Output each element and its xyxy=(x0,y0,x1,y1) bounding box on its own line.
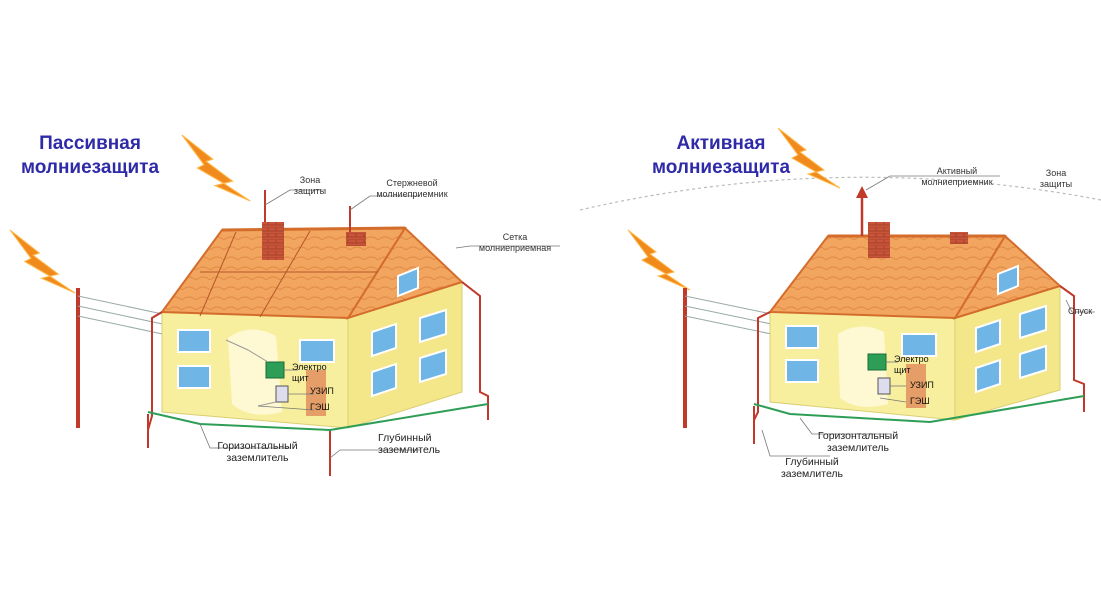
gesh-label: ГЭШ xyxy=(310,402,330,412)
mesh-receiver-label: Сетка молниеприемная xyxy=(478,232,552,253)
deep-ground-label: Глубинный заземлитель xyxy=(378,432,441,456)
switchboard-label: Электро щит xyxy=(292,362,327,383)
active-uzip-label: УЗИП xyxy=(910,380,934,390)
active-receiver-label: Активный молниеприемник xyxy=(921,166,993,187)
rod-receiver-label: Стержневой молниеприемник xyxy=(376,178,448,199)
active-horizontal-ground-label: Горизонтальный заземлитель xyxy=(817,430,899,454)
lightning-bolt-icon xyxy=(9,229,76,294)
active-gesh-label: ГЭШ xyxy=(910,396,930,406)
active-zone-label: Зона защиты xyxy=(1039,168,1073,189)
lightning-bolt-icon xyxy=(627,229,691,291)
active-title: Активная молниезащита xyxy=(632,132,810,180)
passive-scene xyxy=(9,134,560,476)
house-icon xyxy=(753,186,1085,444)
house-icon xyxy=(147,190,489,476)
passive-title-line1: Пассивная xyxy=(39,133,141,154)
uzip-label: УЗИП xyxy=(310,386,334,396)
downconductor-label: Спуск xyxy=(1068,306,1093,316)
active-title-line2: молниезащита xyxy=(651,157,791,178)
zone-label: Зона защиты xyxy=(293,175,327,196)
passive-title-line2: молниезащита xyxy=(20,157,160,178)
active-scene xyxy=(579,127,1101,457)
protection-zone-arc xyxy=(579,176,1101,211)
horizontal-ground-label: Горизонтальный заземлитель xyxy=(217,440,298,464)
active-title-line1: Активная xyxy=(676,133,766,154)
passive-title: Пассивная молниезащита xyxy=(6,132,174,180)
lightning-bolt-icon xyxy=(181,134,251,202)
active-switchboard-label: Электро щит xyxy=(894,354,929,375)
active-deep-ground-label: Глубинный заземлитель xyxy=(780,456,844,480)
